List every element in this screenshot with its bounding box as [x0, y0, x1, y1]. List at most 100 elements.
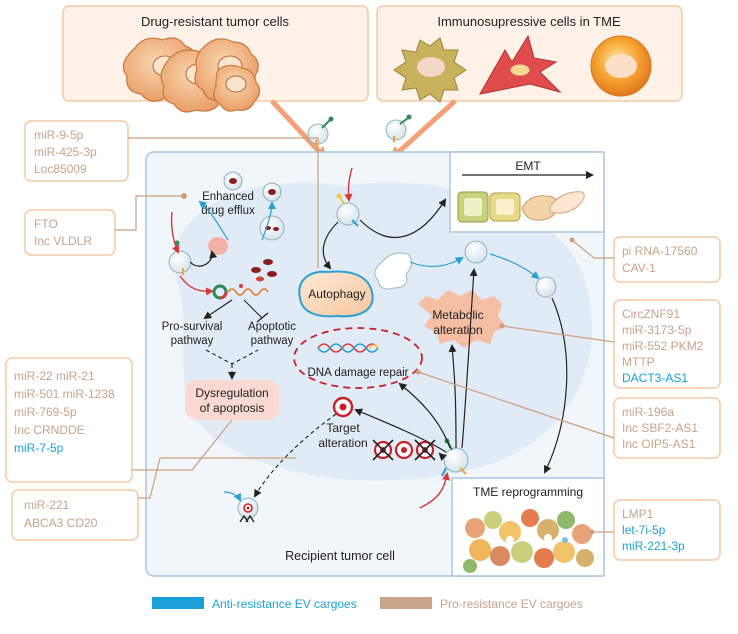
dysregulation-label-1: Dysregulation: [195, 386, 268, 400]
pro-survival-arrow: [203, 299, 233, 320]
ev-icon: [237, 497, 259, 523]
dna-strand-icon: [317, 343, 379, 353]
apoptotic-inhibit-bar: [256, 312, 269, 323]
cargo-box-autophagy: miR-9-5p miR-425-3p Loc85009: [24, 120, 129, 182]
efflux-black-arrow: [189, 250, 218, 267]
cargo-text: pi RNA-17560: [622, 244, 698, 258]
ev-icon: [336, 193, 360, 227]
arrow-from-immunosuppressive: [389, 99, 457, 161]
efflux-label-2: drug efflux: [201, 205, 255, 217]
target-arrow: [354, 408, 447, 453]
cargo-text: Inc VLDLR: [34, 234, 92, 248]
cargo-text: miR-501 miR-1238: [14, 387, 115, 401]
efflux-red-arrow-2: [179, 275, 214, 296]
secretion-blue-arrow: [223, 491, 241, 502]
recipient-cell-label: Recipient tumor cell: [285, 549, 395, 563]
cargo-text: miR-196a: [622, 405, 674, 419]
ev-icon: [385, 114, 412, 142]
dna-arrow: [398, 382, 451, 449]
metabolic-burst: [418, 290, 506, 348]
arrow-from-drug-resistant: [270, 99, 328, 161]
target-label-2: alteration: [318, 436, 367, 450]
cargo-text: FTO: [34, 217, 58, 231]
autophagy-label: Autophagy: [308, 287, 365, 301]
cargo-text: miR-552 PKM2: [622, 339, 704, 353]
autophagy-arrow: [322, 221, 339, 270]
cargo-text: let-7i-5p: [622, 523, 666, 537]
cargo-text: Inc SBF2-AS1: [622, 421, 698, 435]
cargo-text: Inc OIP5-AS1: [622, 437, 696, 451]
cargo-text: MTTP: [622, 355, 655, 369]
ev-icon: [307, 116, 334, 146]
cargo-text: Loc85009: [34, 162, 87, 176]
cargo-text: ABCA3 CD20: [24, 516, 98, 530]
cargo-box-dna: miR-196a Inc SBF2-AS1 Inc OIP5-AS1: [613, 397, 721, 459]
emt-label: EMT: [515, 159, 541, 173]
connector-emt: [571, 239, 614, 259]
secretion-dashed-arrow: [253, 413, 337, 498]
connector-metabolic: [501, 325, 615, 343]
immunosuppressive-cells: [393, 34, 652, 103]
ev-secreted: [464, 240, 488, 264]
nucleus-outline: [293, 327, 423, 389]
connector-dot: [415, 369, 421, 375]
entry-red-arrow-2: [419, 472, 450, 509]
target-arrow-short: [438, 452, 448, 462]
apoptotic-label-2: pathway: [251, 335, 294, 347]
cargo-text: miR-7-5p: [14, 441, 64, 455]
signaling-molecule: [212, 284, 269, 300]
cargo-box-tme: LMP1 let-7i-5p miR-221-3p: [613, 499, 721, 561]
cargo-text: miR-9-5p: [34, 128, 84, 142]
cargo-text: miR-221-3p: [622, 539, 685, 553]
ev-secreted-2: [535, 276, 557, 298]
blocked-targets: [372, 439, 436, 461]
connector-dot: [499, 323, 505, 329]
cargo-text: miR-425-3p: [34, 145, 97, 159]
efflux-blue-arrow: [198, 200, 229, 241]
tme-arrow: [543, 297, 568, 474]
cargo-text: CAV-1: [622, 261, 656, 275]
emt-arrow-2: [461, 268, 478, 449]
cargo-text: miR-3173-5p: [622, 323, 692, 337]
connector-dot: [589, 529, 595, 535]
dysregulation-label-2: of apoptosis: [200, 401, 265, 415]
cargo-text: Inc CRNDDE: [14, 423, 85, 437]
cargo-text: miR-221: [24, 498, 70, 512]
cargo-text: miR-769-5p: [14, 405, 77, 419]
ev-icon: [441, 438, 469, 477]
target-icon: [332, 396, 354, 418]
connector-dna: [417, 371, 615, 439]
tme-label: TME reprogramming: [473, 485, 583, 499]
emt-cells: [457, 191, 585, 223]
cargo-text: LMP1: [622, 507, 654, 521]
cargo-text: miR-22 miR-21: [14, 369, 95, 383]
tumor-cell-cluster: [122, 37, 261, 113]
apoptotic-inhibit-line: [243, 299, 263, 319]
connector-autophagy: [128, 137, 319, 268]
tme-cells-illustration: [463, 509, 594, 573]
cargo-text: DACT3-AS1: [622, 371, 688, 385]
metabolic-label-2: alteration: [433, 323, 482, 337]
dysregulation-bg: [185, 380, 279, 420]
connector-dot: [569, 237, 575, 243]
immunosuppressive-title: Immunosupressive cells in TME: [437, 14, 621, 29]
target-label-1: Target: [326, 421, 360, 435]
connector-apoptosis: [132, 419, 233, 471]
cargo-box-apoptosis: miR-22 miR-21 miR-501 miR-1238 miR-769-5…: [5, 357, 133, 483]
legend-pro-label: Pro-resistance EV cargoes: [440, 597, 583, 611]
metabolic-arrow: [448, 344, 457, 449]
efflux-blue-arrow-2: [261, 201, 276, 241]
cargo-text: CircZNF91: [622, 307, 680, 321]
connector-efflux: [115, 195, 182, 231]
efflux-label-1: Enhanced: [202, 191, 254, 203]
autophagosome: [298, 270, 374, 318]
efflux-vesicles: [208, 171, 285, 282]
apoptotic-label-1: Apoptotic: [248, 321, 296, 333]
ev-blue-arrow-2: [489, 253, 540, 280]
efflux-dot: [181, 193, 187, 199]
connector-target: [138, 457, 296, 499]
legend-pro-swatch: [380, 597, 432, 609]
dna-repair-label: DNA damage repair: [308, 367, 409, 379]
cargo-box-efflux: FTO Inc VLDLR: [24, 209, 116, 256]
